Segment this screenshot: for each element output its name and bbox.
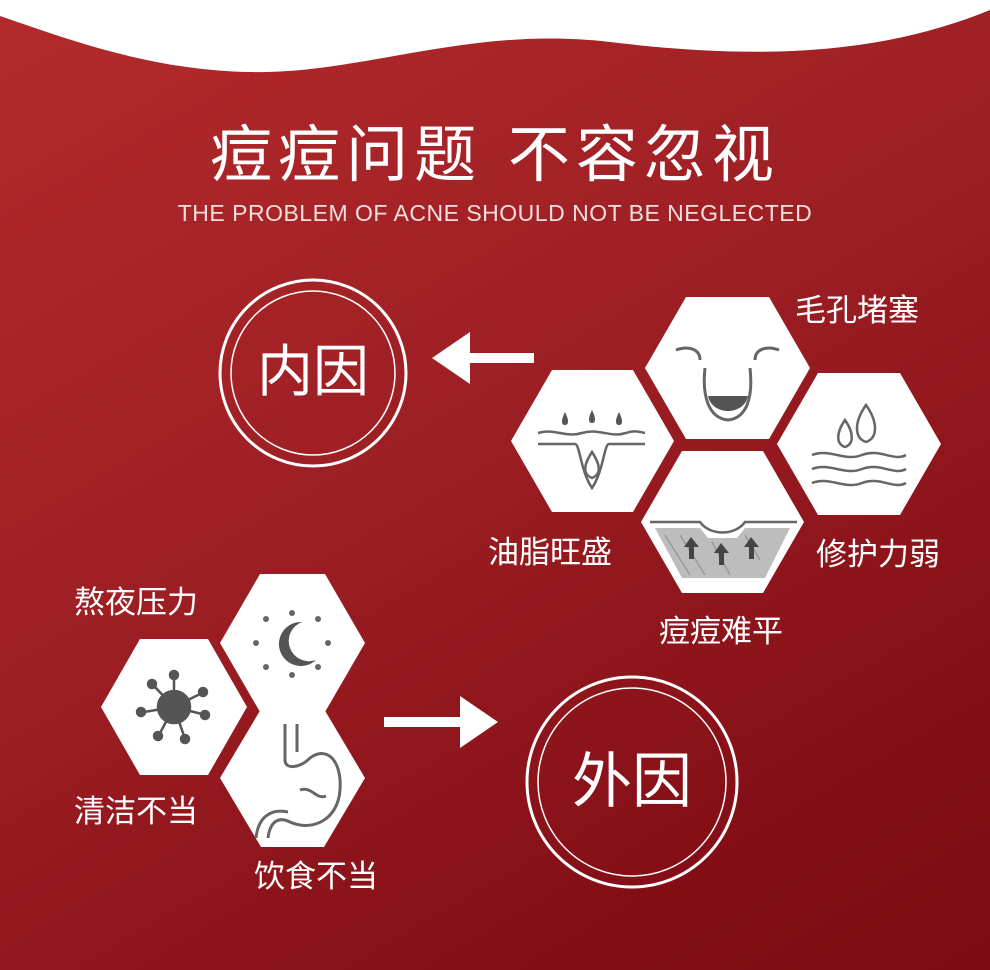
moon-icon [253,610,331,678]
internal-cause-label: 内因 [257,340,369,405]
skin-bumps-icon [650,520,797,578]
improper-diet-hexagon [220,709,365,847]
oily-skin-hexagon [511,370,674,512]
improper-cleansing-hexagon [101,639,247,775]
improper-cleansing-label: 清洁不当 [74,794,198,830]
nose-pore-icon [675,346,780,422]
internal-cause-circle [218,278,408,468]
bacteria-icon [135,669,211,745]
water-drops-icon [811,402,907,487]
weak-repair-hexagon [777,373,941,515]
top-wave-decoration [0,0,990,73]
pore-blockage-hexagon [645,297,810,439]
late-night-stress-hexagon [220,574,365,712]
arrow-right-icon [384,696,498,748]
improper-diet-label: 饮食不当 [254,859,378,895]
page-title: 痘痘问题 不容忽视 [210,118,780,191]
external-cause-circle [525,675,739,889]
oily-skin-label: 油脂旺盛 [488,535,612,571]
page-subtitle: THE PROBLEM OF ACNE SHOULD NOT BE NEGLEC… [177,200,813,226]
external-cause-label: 外因 [572,747,692,817]
stomach-icon [254,724,342,839]
pore-blockage-label: 毛孔堵塞 [795,293,919,329]
oil-drops-icon [537,410,646,491]
arrow-left-icon [432,332,534,384]
late-night-stress-label: 熬夜压力 [74,585,198,621]
hard-to-flatten-hexagon [641,451,804,593]
weak-repair-label: 修护力弱 [816,537,940,573]
hard-to-flatten-label: 痘痘难平 [659,614,783,650]
